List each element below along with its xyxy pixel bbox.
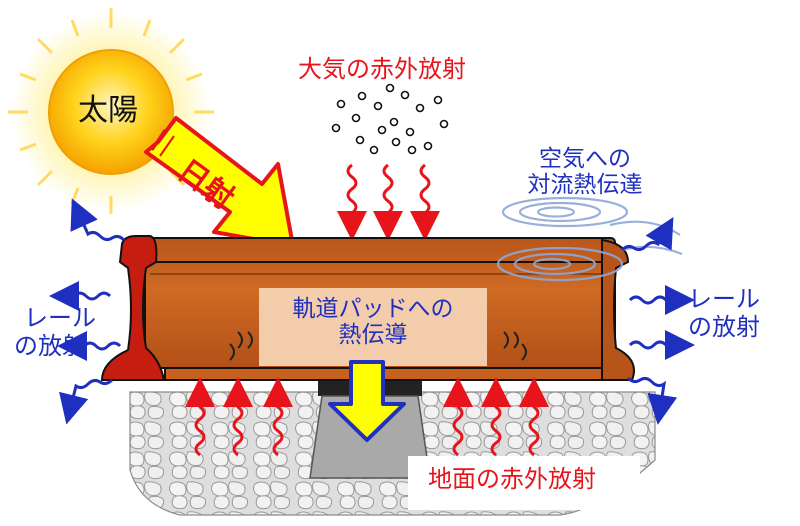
pad-conduction-line1: 軌道パッドへの: [292, 296, 454, 322]
swirl-icon: [496, 196, 683, 282]
rail-radiation-right-line2: の放射: [688, 312, 760, 341]
pad-conduction-label: 軌道パッドへの 熱伝導: [259, 296, 487, 349]
wavy-arrow-icon: [49, 198, 695, 425]
pad-conduction-line2: 熱伝導: [338, 322, 408, 349]
wavy-arrow-icon: [185, 377, 549, 457]
rail-radiation-left-line1: レール: [24, 304, 96, 332]
sun-label: 太陽: [78, 93, 138, 128]
ground-ir-label: 地面の赤外放射: [428, 465, 596, 493]
down-arrow-icon: [328, 360, 406, 442]
ground-ir-label-box: [408, 456, 640, 510]
air-particles-icon: [331, 83, 449, 155]
convection-label-line2: 対流熱伝達: [527, 172, 643, 199]
rail-radiation-left-label: レール の放射: [14, 304, 96, 360]
rail-radiation-right-label: レール の放射: [688, 285, 760, 341]
rail-radiation-left-line2: の放射: [14, 331, 86, 360]
convection-label-line1: 空気への: [539, 146, 631, 172]
rail-radiation-right-line1: レール: [688, 285, 760, 313]
wavy-arrow-icon: [337, 163, 440, 241]
pad-conduction-box: [259, 288, 487, 366]
convection-label: 空気への 対流熱伝達: [505, 146, 665, 199]
atmospheric-ir-label: 大気の赤外放射: [298, 55, 466, 83]
